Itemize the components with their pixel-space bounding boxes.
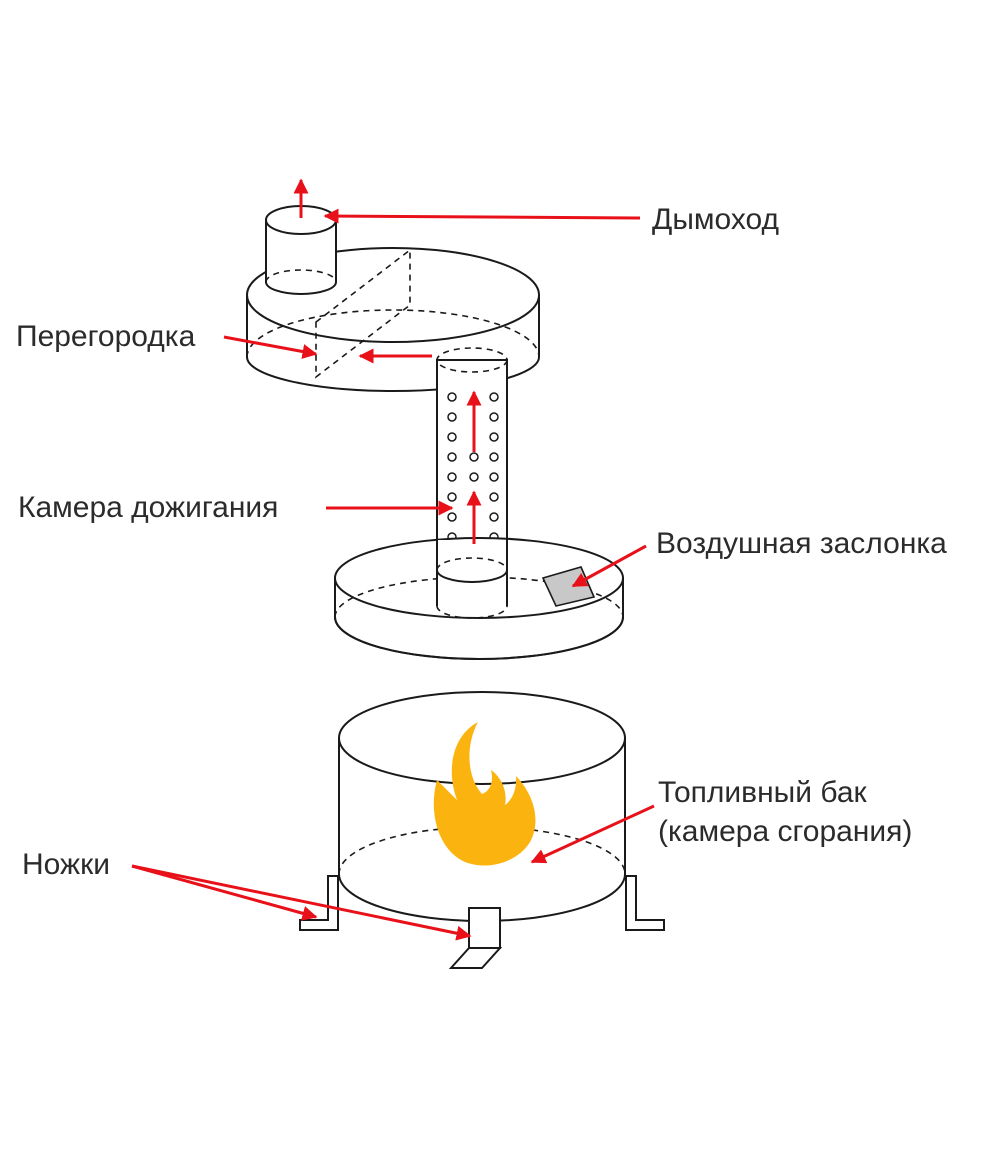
- label-fuel-tank: Топливный бак: [658, 776, 868, 809]
- tube-intersection-back: [436, 557, 508, 571]
- perforation-hole: [489, 412, 499, 422]
- chimney-base-hidden: [265, 269, 337, 283]
- perforation-hole: [489, 432, 499, 442]
- perforation-hole: [469, 472, 479, 482]
- afterburner-top-hidden: [436, 347, 508, 373]
- pointer-air-damper: [571, 544, 647, 588]
- perforation-hole: [447, 452, 457, 462]
- middle-plate: [334, 537, 624, 660]
- fuel-tank-top: [338, 691, 626, 785]
- perforation-hole: [489, 492, 499, 502]
- chimney-body: [265, 219, 337, 295]
- perforation-hole: [489, 512, 499, 522]
- perforation-hole: [489, 392, 499, 402]
- perforation-hole: [447, 412, 457, 422]
- perforation-hole: [469, 452, 479, 462]
- chimney: [265, 205, 337, 295]
- perforation-hole: [447, 432, 457, 442]
- flame-icon: [433, 722, 536, 866]
- pointer-arrows: [131, 208, 655, 941]
- label-afterburner: Камера дожигания: [18, 491, 278, 524]
- pointer-leg-front: [131, 864, 472, 941]
- leg-left: [299, 875, 339, 931]
- label-partition: Перегородка: [16, 320, 196, 353]
- perforation-hole: [489, 472, 499, 482]
- perforation-hole: [447, 472, 457, 482]
- label-chimney: Дымоход: [652, 203, 779, 236]
- fuel-tank: [299, 691, 665, 969]
- label-legs: Ножки: [22, 848, 110, 881]
- tube-through-plate: [437, 540, 507, 580]
- pointer-fuel-tank: [530, 804, 655, 864]
- tube-bottom-hidden: [436, 605, 508, 619]
- flow-arrows: [293, 178, 482, 544]
- leg-right: [625, 875, 665, 931]
- perforation-hole: [447, 492, 457, 502]
- pointer-chimney: [323, 208, 641, 224]
- perforation-hole: [447, 392, 457, 402]
- middle-plate-outline: [334, 578, 624, 660]
- pointer-leg-left: [131, 864, 318, 921]
- label-fuel-tank-sub: (камера сгорания): [658, 815, 912, 848]
- pointer-partition: [223, 335, 318, 359]
- tube-intersection-front: [436, 569, 508, 583]
- perforation-hole: [447, 512, 457, 522]
- label-air-damper: Воздушная заслонка: [656, 527, 947, 560]
- perforation-hole: [489, 452, 499, 462]
